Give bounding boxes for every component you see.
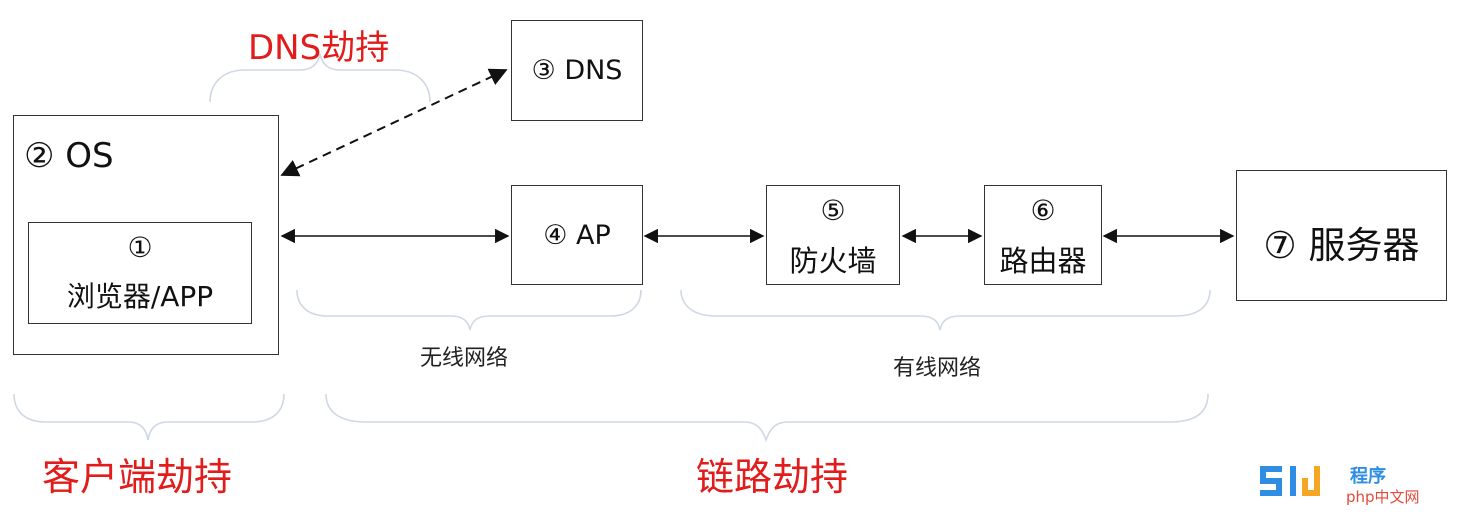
php-cn-watermark: 程序 php中文网: [1258, 462, 1458, 510]
dns-hijack-brace: [209, 53, 431, 103]
wired-brace: [680, 289, 1211, 331]
server-node: ⑦ 服务器: [1236, 170, 1447, 301]
link-hijack-label: 链路劫持: [696, 455, 849, 499]
os-dns-dashed-arrow: [280, 68, 508, 177]
client-hijack-label: 客户端劫持: [42, 455, 233, 499]
os-node: ② OS ① 浏览器/APP: [13, 115, 279, 355]
wired-label: 有线网络: [893, 356, 982, 381]
router-label: 路由器: [999, 244, 1087, 278]
firewall-number: ⑤: [820, 194, 846, 227]
link-hijack-brace: [325, 393, 1209, 443]
ap-label: ④ AP: [543, 220, 611, 251]
watermark-top-text: 程序: [1350, 466, 1386, 487]
client-hijack-brace: [13, 393, 285, 441]
router-number: ⑥: [1030, 194, 1056, 227]
wireless-label: 无线网络: [420, 346, 509, 371]
dns-hijack-label: DNS劫持: [248, 28, 390, 68]
os-label: ② OS: [24, 136, 114, 176]
dns-label: ③ DNS: [531, 55, 623, 86]
router-node: ⑥ 路由器: [984, 185, 1102, 285]
browser-label: 浏览器/APP: [66, 280, 214, 313]
browser-number: ①: [127, 231, 153, 264]
browser-node: ① 浏览器/APP: [28, 222, 252, 324]
ap-node: ④ AP: [511, 185, 643, 285]
firewall-node: ⑤ 防火墙: [766, 185, 900, 285]
watermark-logo-icon: [1260, 466, 1320, 496]
dns-node: ③ DNS: [511, 20, 643, 121]
wireless-brace: [296, 289, 642, 331]
server-label: ⑦ 服务器: [1263, 224, 1420, 267]
watermark-bottom-text: php中文网: [1346, 488, 1420, 506]
firewall-label: 防火墙: [789, 244, 877, 278]
